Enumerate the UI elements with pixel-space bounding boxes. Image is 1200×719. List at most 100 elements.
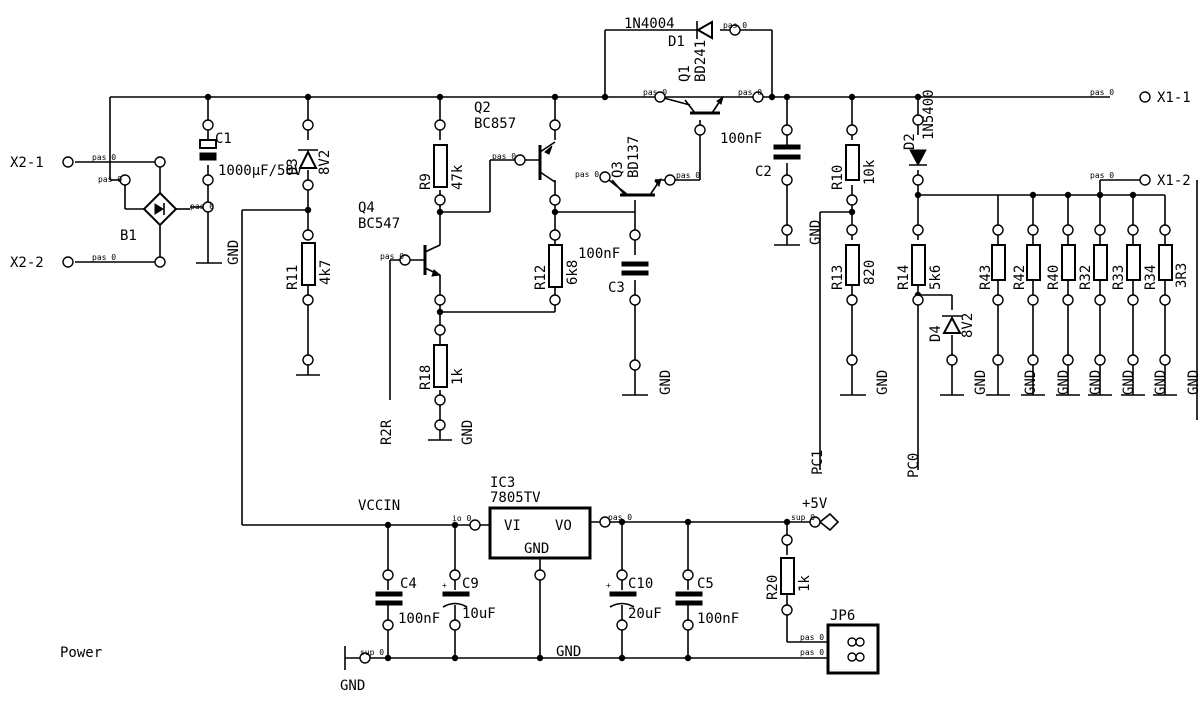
jp6-label: JP6 [830, 608, 855, 624]
q2-type: BC857 [474, 116, 516, 132]
diode-d2[interactable]: D2 1N5400 [902, 89, 937, 167]
gnd-label: GND [1023, 370, 1039, 395]
connector-x2-1[interactable]: X2-1 [10, 155, 74, 171]
c4-label: C4 [400, 576, 417, 592]
transistor-q3[interactable]: Q3 BD137 [610, 136, 662, 197]
svg-text:pas 0: pas 0 [676, 171, 700, 180]
svg-text:pas 0: pas 0 [608, 513, 632, 522]
jumper-jp6[interactable]: JP6 [826, 608, 880, 675]
resistor-r34[interactable]: R34 3R3 [1143, 244, 1190, 290]
svg-text:+: + [442, 581, 447, 590]
capacitor-c3[interactable]: 100nF C3 [578, 246, 649, 296]
c9-label: C9 [462, 576, 479, 592]
capacitor-c2[interactable]: 100nF C2 [720, 131, 801, 180]
r32-label: R32 [1078, 265, 1094, 290]
r11-label: R11 [285, 265, 301, 290]
r14-value: 5k6 [928, 265, 944, 290]
svg-text:pas 0: pas 0 [380, 252, 404, 261]
capacitor-c5[interactable]: C5 100nF [675, 576, 739, 627]
resistor-r18[interactable]: R18 1k [418, 344, 466, 390]
svg-text:pas 0: pas 0 [98, 175, 122, 184]
zener-diode-d3[interactable]: D3 8V2 [285, 149, 333, 175]
resistor-r33[interactable]: R33 [1111, 244, 1141, 290]
zener-diode-d4[interactable]: D4 8V2 [928, 313, 976, 342]
resistor-r11[interactable]: R11 4k7 [285, 242, 334, 290]
gnd-label: GND [1153, 370, 1169, 395]
transistor-q2[interactable]: Q2 BC857 [474, 100, 556, 183]
connector-x2-2[interactable]: X2-2 [10, 255, 74, 271]
x1-1-label: X1-1 [1157, 90, 1191, 106]
d2-label: D2 [902, 133, 918, 150]
r34-value: 3R3 [1174, 263, 1190, 288]
gnd-label-d4: GND [973, 370, 989, 395]
resistor-r9[interactable]: R9 47k [418, 144, 466, 190]
resistor-r20[interactable]: R20 1k [765, 557, 813, 600]
svg-text:pas 0: pas 0 [1090, 171, 1114, 180]
r33-label: R33 [1111, 265, 1127, 290]
q4-type: BC547 [358, 216, 400, 232]
svg-text:pas 0: pas 0 [92, 253, 116, 262]
r13-label: R13 [830, 265, 846, 290]
r13-value: 820 [862, 260, 878, 285]
gnd-label: GND [1121, 370, 1137, 395]
svg-text:sup 0: sup 0 [791, 513, 815, 522]
svg-text:pas 0: pas 0 [92, 153, 116, 162]
regulator-ic3[interactable]: VI VO GND IC3 7805TV [488, 475, 592, 560]
wires [75, 29, 1198, 670]
svg-text:pas 0: pas 0 [1090, 88, 1114, 97]
transistor-q1[interactable]: Q1 BD241 [677, 40, 724, 115]
r10-value: 10k [862, 159, 878, 185]
svg-text:pas 0: pas 0 [575, 170, 599, 179]
r20-label: R20 [765, 575, 781, 600]
resistor-r43[interactable]: R43 [978, 244, 1006, 290]
diode-d1[interactable]: 1N4004 D1 [624, 16, 713, 50]
d4-value: 8V2 [960, 313, 976, 338]
c5-value: 100nF [697, 611, 739, 627]
d4-label: D4 [928, 325, 944, 342]
r14-label: R14 [896, 265, 912, 290]
c4-value: 100nF [398, 611, 440, 627]
vccin-net-label: VCCIN [358, 498, 400, 514]
gnd-label-left: GND [226, 240, 242, 265]
ic3-vi-pin: VI [504, 518, 521, 534]
q4-label: Q4 [358, 200, 375, 216]
resistor-r12[interactable]: R12 6k8 [533, 244, 581, 290]
ic3-vo-pin: VO [555, 518, 572, 534]
connector-x1-2[interactable]: X1-2 [1139, 173, 1191, 189]
r43-label: R43 [978, 265, 994, 290]
r12-label: R12 [533, 265, 549, 290]
resistor-r42[interactable]: R42 [1012, 244, 1041, 290]
svg-text:pas 0: pas 0 [492, 152, 516, 161]
r42-label: R42 [1012, 265, 1028, 290]
resistor-r13[interactable]: R13 820 [830, 244, 878, 290]
resistor-r14[interactable]: R14 5k6 [896, 244, 944, 290]
pc0-net-label: PC0 [906, 453, 922, 478]
capacitor-c1[interactable]: C1 1000µF/50V [199, 131, 303, 179]
r12-value: 6k8 [565, 260, 581, 285]
bridge-rectifier-b1[interactable]: B1 [120, 165, 190, 245]
c10-value: 20uF [628, 606, 662, 622]
transistor-q4[interactable]: Q4 BC547 [358, 200, 442, 277]
r11-value: 4k7 [318, 260, 334, 285]
pin-markers [119, 24, 1171, 664]
c9-value: 10uF [462, 606, 496, 622]
resistor-r40[interactable]: R40 [1046, 244, 1076, 290]
plus5v-supply[interactable]: +5V [802, 496, 840, 532]
r18-value: 1k [450, 368, 466, 385]
capacitor-c10[interactable]: + C10 20uF [606, 576, 662, 622]
c5-label: C5 [697, 576, 714, 592]
ic3-gnd-pin: GND [524, 541, 549, 557]
r9-label: R9 [418, 173, 434, 190]
resistor-r10[interactable]: R10 10k [830, 144, 878, 190]
svg-text:sup 0: sup 0 [360, 648, 384, 657]
svg-text:pas 0: pas 0 [800, 648, 824, 657]
plus5v-label: +5V [802, 496, 828, 512]
c2-label: C2 [755, 164, 772, 180]
capacitor-c4[interactable]: C4 100nF [375, 576, 440, 627]
capacitor-c9[interactable]: + C9 10uF [442, 576, 496, 622]
r2r-net-label: R2R [379, 419, 395, 445]
resistor-r32[interactable]: R32 [1078, 244, 1108, 290]
d1-type: 1N4004 [624, 16, 675, 32]
connector-x1-1[interactable]: X1-1 [1139, 90, 1191, 106]
ic3-type: 7805TV [490, 490, 541, 506]
